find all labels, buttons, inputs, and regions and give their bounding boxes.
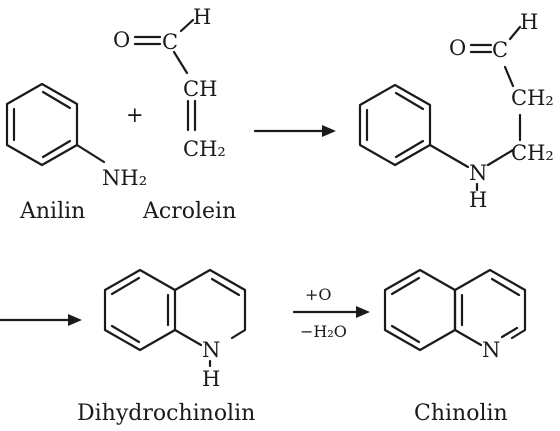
- adduct-ch2-top-label: CH₂: [511, 86, 554, 110]
- chinolin-c8a-n-bond: [453, 328, 483, 347]
- adduct-n-label: N: [469, 161, 487, 185]
- adduct-h-label: H: [520, 10, 538, 34]
- dihydrochinolin-n-label: N: [202, 338, 220, 362]
- acrolein-h-label: H: [193, 5, 211, 29]
- adduct-benzene-ring: [358, 83, 432, 167]
- dihydrochinolin-structure: N H: [103, 268, 247, 391]
- adduct-ch2-bottom-label: CH₂: [511, 141, 554, 165]
- acrolein-o-label: O: [113, 28, 130, 52]
- adduct-ch-bond: [508, 25, 522, 41]
- anilin-name: Anilin: [19, 199, 85, 224]
- acrolein-ch-label: CH: [183, 77, 217, 101]
- adduct-ring-n-bond: [428, 143, 470, 169]
- dihydrochinolin-benzo-ring: [103, 268, 177, 352]
- chinolin-name: Chinolin: [414, 401, 508, 426]
- anilin-ring-double-bonds: [12, 90, 72, 159]
- adduct-n-c-bond: [486, 148, 515, 167]
- dihydrochinolin-name: Dihydrochinolin: [77, 401, 255, 426]
- chinolin-pyridine-double-bonds: [460, 277, 521, 339]
- anilin-structure: NH₂: [5, 82, 147, 190]
- dihydrochinolin-benzo-double-bonds: [110, 276, 170, 344]
- dihydrochinolin-hetero-ring: [173, 268, 247, 340]
- adduct-ring-double-bonds: [365, 91, 425, 159]
- acrolein-c-label: C: [162, 30, 178, 54]
- chinolin-benzo-ring: [383, 268, 457, 352]
- dihydrochinolin-c8a-n-bond: [173, 328, 203, 347]
- arrow-3: [292, 306, 370, 318]
- dihydrochinolin-h-label: H: [202, 367, 220, 391]
- chinolin-benzo-double-bonds: [390, 276, 421, 344]
- dihydrochinolin-c3-c4-double-bond: [210, 277, 241, 297]
- plus-sign: +: [126, 103, 144, 127]
- oxidation-reagent-label: +O: [305, 285, 332, 304]
- chinolin-n-label: N: [482, 338, 500, 362]
- adduct-structure: N H CH₂ CH₂ O C H: [358, 10, 554, 212]
- dehydration-reagent-label: −H₂O: [300, 322, 347, 341]
- adduct-c-cho-bond: [503, 65, 515, 88]
- acrolein-name: Acrolein: [142, 199, 236, 224]
- acrolein-ch-bond: [179, 18, 195, 33]
- acrolein-structure: O C H CH CH₂: [113, 5, 226, 161]
- anilin-benzene-ring: [5, 82, 79, 167]
- chinolin-structure: N: [383, 268, 527, 362]
- acrolein-c-c-bond: [172, 50, 189, 75]
- acrolein-ch2-label: CH₂: [183, 137, 226, 161]
- adduct-nh-label: H: [469, 188, 487, 212]
- adduct-o-label: O: [449, 36, 466, 60]
- anilin-c-n-bond: [75, 143, 106, 164]
- adduct-c-label: C: [492, 38, 508, 62]
- arrow-1: [253, 125, 336, 137]
- arrow-2: [0, 314, 82, 326]
- chinolin-pyridine-ring: [453, 268, 527, 340]
- anilin-nh2-label: NH₂: [102, 166, 147, 190]
